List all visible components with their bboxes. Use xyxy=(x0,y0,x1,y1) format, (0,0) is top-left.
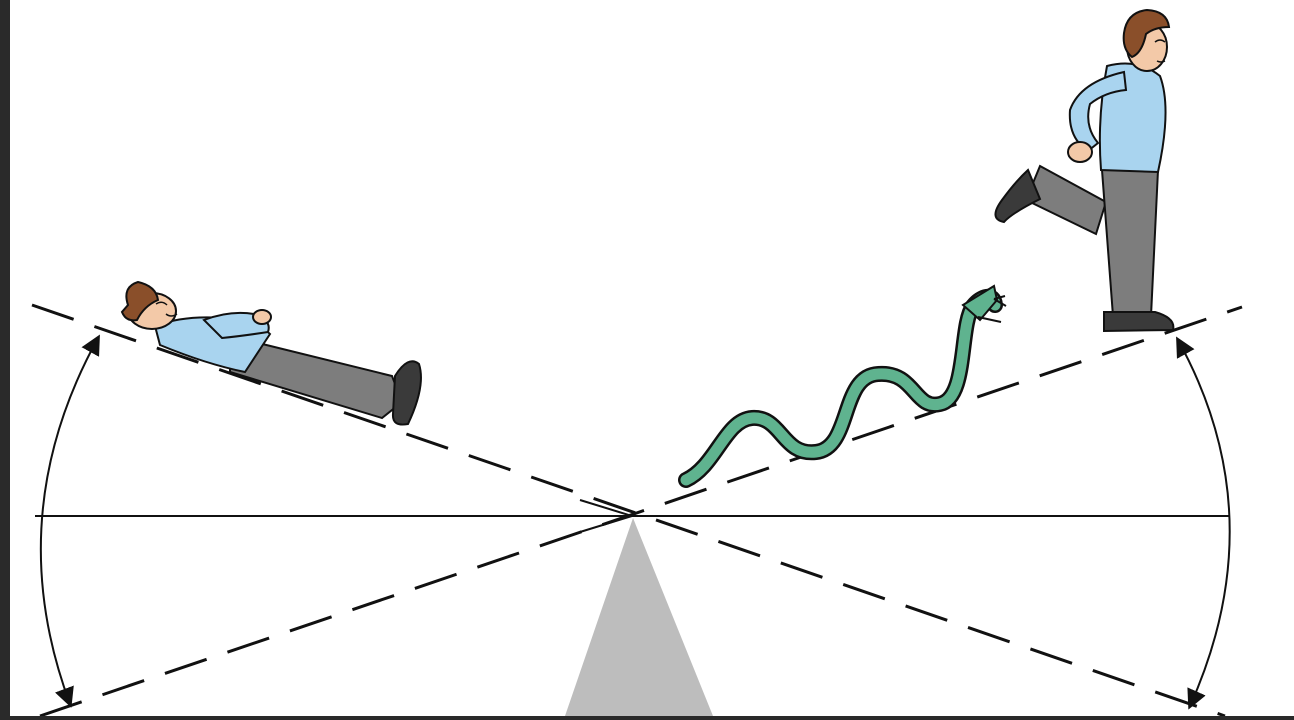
pivot-arrow-tip xyxy=(579,499,636,533)
diagram-frame xyxy=(10,0,1294,716)
tilted-right-high-dashed-line xyxy=(39,305,1243,716)
fulcrum xyxy=(565,518,713,716)
left-angle-arc xyxy=(39,334,100,708)
running-man xyxy=(994,8,1175,333)
snake xyxy=(678,284,1007,488)
right-angle-arc xyxy=(1176,336,1231,710)
reclining-man xyxy=(120,280,422,426)
seesaw-diagram xyxy=(31,8,1243,716)
tilted-left-high-dashed-line xyxy=(31,303,1226,716)
